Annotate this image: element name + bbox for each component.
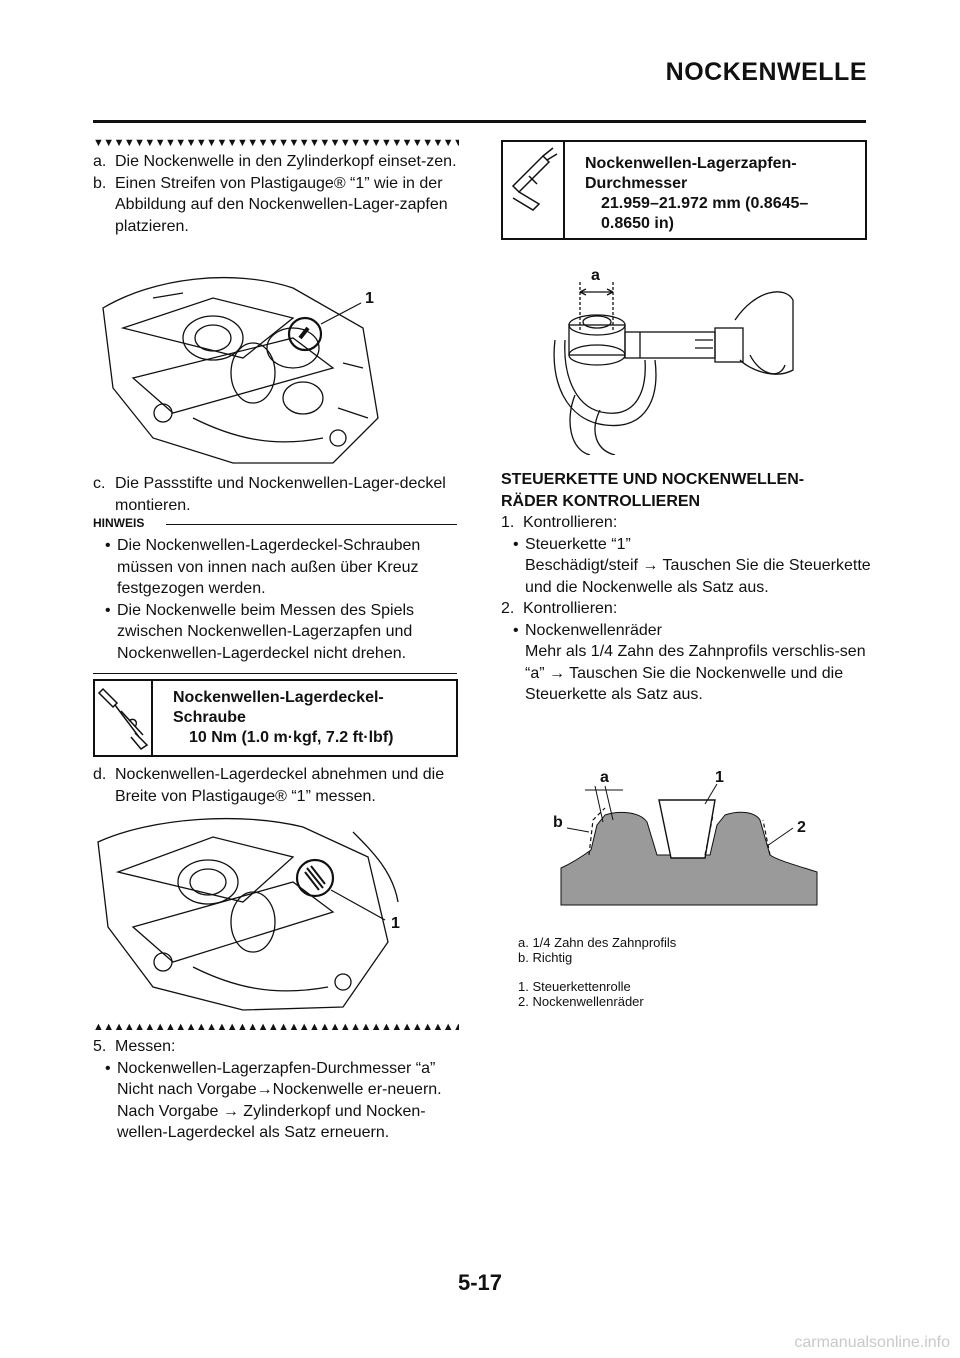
hinweis-bullet-2: Die Nockenwelle beim Messen des Spiels z… xyxy=(93,600,463,665)
step-5: 5. Messen: Nockenwellen-Lagerzapfen-Durc… xyxy=(93,1036,463,1144)
fig3-callout-a: a xyxy=(591,267,600,284)
torque-spec-box: Nockenwellen-Lagerdeckel- Schraube 10 Nm… xyxy=(93,679,458,757)
plastigauge-measure-figure: 1 xyxy=(93,812,403,1012)
step-a: a. Die Nockenwelle in den Zylinderkopf e… xyxy=(93,151,463,173)
step-d-label: d. xyxy=(93,766,107,783)
watermark: carmanualsonline.info xyxy=(794,1334,950,1351)
step-a-label: a. xyxy=(93,153,107,170)
steps-a-b: a. Die Nockenwelle in den Zylinderkopf e… xyxy=(93,151,463,237)
diameter-spec-text: Nockenwellen-Lagerzapfen- Durchmesser 21… xyxy=(585,154,863,234)
fig4-callout-b: b xyxy=(553,814,563,831)
fig4-callout-1: 1 xyxy=(715,769,724,786)
step-5-bullet: Nockenwellen-Lagerzapfen-Durchmesser “a” xyxy=(93,1058,463,1080)
step-5-line-2: Nach Vorgabe → Zylinderkopf und Nocken-w… xyxy=(117,1102,426,1142)
hinweis-list: Die Nockenwellen-Lagerdeckel-Schrauben m… xyxy=(93,535,463,664)
check-2-label: 2. xyxy=(501,600,515,617)
diameter-spec-value: 21.959–21.972 mm (0.8645–0.8650 in) xyxy=(601,195,809,232)
torque-spec-name-2: Schraube xyxy=(173,709,246,726)
procedure-start-marker: ▼▼▼▼▼▼▼▼▼▼▼▼▼▼▼▼▼▼▼▼▼▼▼▼▼▼▼▼▼▼▼▼▼▼▼▼▼▼▼ xyxy=(93,137,459,149)
camshaft-plastigauge-figure: 1 xyxy=(93,268,393,468)
legend-letters: a. 1/4 Zahn des Zahnprofils b. Richtig xyxy=(518,935,848,965)
legend-numbers: 1. Steuerkettenrolle 2. Nockenwellenräde… xyxy=(518,979,848,1009)
sprocket-tooth-drawing: a b 1 2 xyxy=(553,769,818,906)
step-b-text: Einen Streifen von Plastigauge® “1” wie … xyxy=(115,174,448,235)
check-2-text: Mehr als 1/4 Zahn des Zahnprofils versch… xyxy=(525,643,866,703)
diameter-spec-name-2: Durchmesser xyxy=(585,175,688,192)
fig4-callout-2: 2 xyxy=(797,819,806,836)
page-title: NOCKENWELLE xyxy=(665,58,867,86)
step-b: b. Einen Streifen von Plastigauge® “1” w… xyxy=(93,173,463,238)
step-5-label: 5. xyxy=(93,1038,107,1055)
hinweis-bullet-1: Die Nockenwellen-Lagerdeckel-Schrauben m… xyxy=(93,535,463,600)
torque-spec-value: 10 Nm (1.0 m·kgf, 7.2 ft·lbf) xyxy=(189,729,394,746)
diameter-spec-box: Nockenwellen-Lagerzapfen- Durchmesser 21… xyxy=(501,140,867,240)
legend-number-1: 1. Steuerkettenrolle xyxy=(518,979,631,994)
fig2-callout-1: 1 xyxy=(391,915,400,932)
step-b-label: b. xyxy=(93,174,107,192)
micrometer-figure-drawing: a xyxy=(553,267,794,456)
header-rule xyxy=(93,120,866,123)
legend-number-2: 2. Nockenwellenräder xyxy=(518,994,644,1009)
step-a-text: Die Nockenwelle in den Zylinderkopf eins… xyxy=(115,153,457,170)
step-c-label: c. xyxy=(93,475,106,492)
check-1-title: Kontrollieren: xyxy=(523,514,618,531)
torque-spec-name-1: Nockenwellen-Lagerdeckel- xyxy=(173,689,384,706)
caliper-icon xyxy=(503,142,565,238)
check-1-text: Beschädigt/steif → Tauschen Sie die Steu… xyxy=(525,557,871,596)
micrometer-figure: a xyxy=(545,260,795,456)
torque-wrench-icon xyxy=(95,681,153,755)
step-5-line-1: Nicht nach Vorgabe→Nockenwelle er-neuern… xyxy=(117,1081,442,1098)
step-c-text: Die Passstifte und Nockenwellen-Lager-de… xyxy=(115,475,446,514)
legend-letter-a: a. 1/4 Zahn des Zahnprofils xyxy=(518,935,677,950)
page-number: 5-17 xyxy=(457,1270,503,1295)
step-5-title: Messen: xyxy=(115,1038,176,1055)
check-1-label: 1. xyxy=(501,514,515,531)
legend-letter-b: b. Richtig xyxy=(518,950,573,965)
fig4-callout-a: a xyxy=(600,769,609,786)
hinweis-rule-bottom xyxy=(93,673,457,674)
step-c: c. Die Passstifte und Nockenwellen-Lager… xyxy=(93,473,463,516)
step-d-text: Nockenwellen-Lagerdeckel abnehmen und di… xyxy=(115,766,445,805)
section-heading: STEUERKETTE UND NOCKENWELLEN- RÄDER KONT… xyxy=(501,469,867,512)
hinweis-title: HINWEIS xyxy=(93,516,145,530)
check-1-bullet: Steuerkette “1” xyxy=(501,534,871,556)
sprocket-tooth-figure: a b 1 2 xyxy=(545,760,825,910)
check-2-bullet: Nockenwellenräder xyxy=(501,620,871,642)
torque-spec-text: Nockenwellen-Lagerdeckel- Schraube 10 Nm… xyxy=(173,688,453,748)
plastigauge-figure-drawing: 1 xyxy=(97,817,400,1011)
fig1-callout-1: 1 xyxy=(365,290,374,307)
step-d: d. Nockenwellen-Lagerdeckel abnehmen und… xyxy=(93,764,463,807)
section-heading-line-1: STEUERKETTE UND NOCKENWELLEN- xyxy=(501,471,805,488)
camshaft-figure-drawing: 1 xyxy=(102,276,379,464)
check-steps: 1. Kontrollieren: Steuerkette “1” Beschä… xyxy=(501,512,871,706)
check-2-title: Kontrollieren: xyxy=(523,600,618,617)
diameter-spec-name-1: Nockenwellen-Lagerzapfen- xyxy=(585,155,797,172)
section-heading-line-2: RÄDER KONTROLLIEREN xyxy=(501,492,701,510)
hinweis-rule-top xyxy=(166,524,457,525)
procedure-end-marker: ▲▲▲▲▲▲▲▲▲▲▲▲▲▲▲▲▲▲▲▲▲▲▲▲▲▲▲▲▲▲▲▲▲▲▲▲▲▲▲ xyxy=(93,1021,459,1033)
